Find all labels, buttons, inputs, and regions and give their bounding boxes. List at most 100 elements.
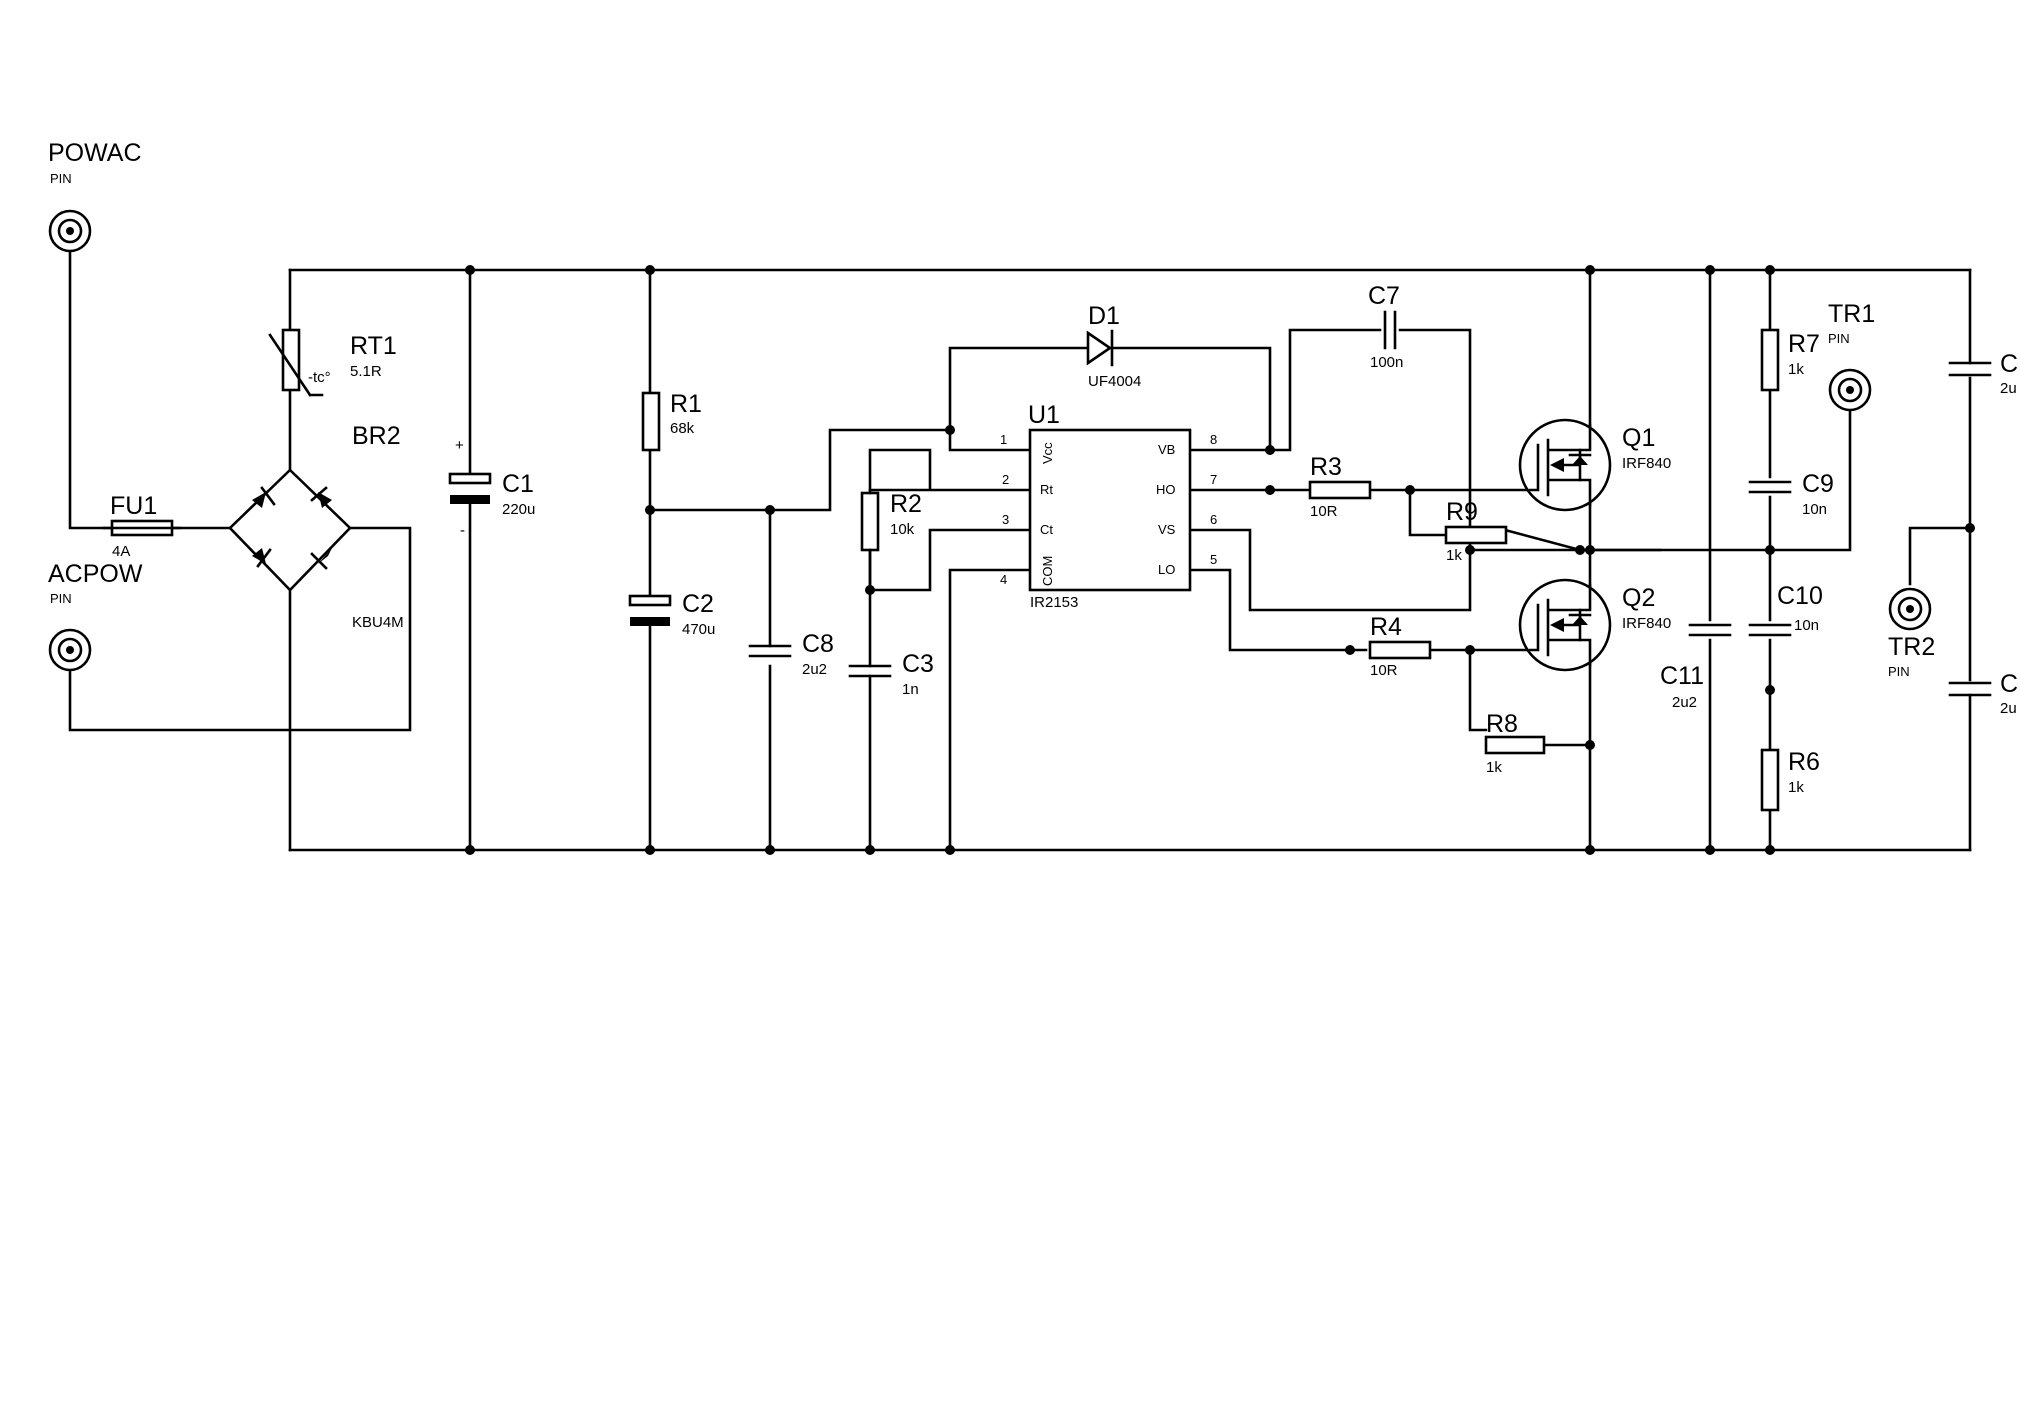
- capacitor-c11[interactable]: C11 2u2: [1660, 623, 1732, 711]
- diode-d1[interactable]: D1 UF4004: [1086, 302, 1141, 390]
- capacitor-c-top[interactable]: C 2u: [1948, 350, 2018, 397]
- c9-value: 10n: [1802, 501, 1827, 518]
- junction: [1585, 845, 1595, 855]
- rt1-symbol: -tc°: [308, 369, 331, 386]
- pin-ho-name: HO: [1156, 482, 1176, 497]
- junction: [1585, 265, 1595, 275]
- fuse-fu1[interactable]: FU1 4A: [102, 492, 182, 560]
- fu1-ref: FU1: [110, 492, 157, 520]
- resistor-r4[interactable]: R4 10R: [1368, 613, 1432, 679]
- capacitor-c10[interactable]: C10 10n: [1748, 582, 1823, 637]
- bridge-rectifier-br2[interactable]: BR2 KBU4M: [228, 422, 404, 631]
- pin-vcc-name: Vcc: [1040, 442, 1055, 464]
- resistor-r9[interactable]: R9 1k: [1444, 498, 1508, 564]
- junction: [1765, 545, 1775, 555]
- wire-com: [948, 568, 1032, 852]
- rt1-value: 5.1R: [350, 363, 382, 380]
- wire-acpow: [68, 526, 412, 732]
- wire-powac: [68, 250, 112, 530]
- junction: [645, 265, 655, 275]
- r8-ref: R8: [1486, 710, 1518, 738]
- r4-ref: R4: [1370, 613, 1402, 641]
- q1-value: IRF840: [1622, 455, 1671, 472]
- r3-ref: R3: [1310, 453, 1342, 481]
- c2-ref: C2: [682, 590, 714, 618]
- r1-ref: R1: [670, 390, 702, 418]
- pin-2-num: 2: [1002, 472, 1009, 487]
- c10-value: 10n: [1794, 617, 1819, 634]
- resistor-r7[interactable]: R7 1k: [1760, 328, 1820, 392]
- connector-acpow[interactable]: ACPOW PIN: [48, 560, 143, 672]
- c7-ref: C7: [1368, 282, 1400, 310]
- junction: [765, 505, 775, 515]
- junction: [465, 265, 475, 275]
- tr2-ref: TR2: [1888, 633, 1935, 661]
- q2-value: IRF840: [1622, 615, 1671, 632]
- wire-vcc-node: [648, 428, 952, 512]
- wire-midpoint-tr1: [1468, 408, 1852, 552]
- junction: [865, 845, 875, 855]
- resistor-r8[interactable]: R8 1k: [1484, 710, 1546, 776]
- c2-value: 470u: [682, 621, 715, 638]
- c10-ref: C10: [1777, 582, 1823, 610]
- tr1-ref: TR1: [1828, 300, 1875, 328]
- capacitor-c1[interactable]: + - C1 220u: [448, 437, 535, 539]
- acpow-ref: ACPOW: [48, 560, 143, 588]
- ic-u1[interactable]: U1 IR2153 Vcc Rt Ct COM VB HO VS LO 1 2 …: [1000, 401, 1217, 611]
- capacitor-c3[interactable]: C3 1n: [848, 650, 934, 698]
- junction: [765, 845, 775, 855]
- junction: [645, 845, 655, 855]
- c-bottom-value: 2u: [2000, 700, 2017, 717]
- pin-1-num: 1: [1000, 432, 1007, 447]
- junction: [1575, 545, 1585, 555]
- wire-tr2: [1908, 526, 1972, 586]
- c11-value: 2u2: [1672, 694, 1697, 711]
- r3-value: 10R: [1310, 503, 1338, 520]
- connector-tr2[interactable]: TR2 PIN: [1888, 587, 1935, 679]
- c1-minus: -: [460, 522, 465, 539]
- br2-ref: BR2: [352, 422, 401, 450]
- connector-tr1[interactable]: TR1 PIN: [1828, 300, 1875, 412]
- tr1-value: PIN: [1828, 331, 1850, 346]
- c7-value: 100n: [1370, 354, 1403, 371]
- capacitor-c9[interactable]: C9 10n: [1748, 470, 1834, 518]
- wire-r2-rt: [868, 448, 1032, 492]
- r2-value: 10k: [890, 521, 915, 538]
- resistor-r2[interactable]: R2 10k: [860, 488, 922, 592]
- capacitor-c2[interactable]: C2 470u: [628, 590, 715, 638]
- c1-value: 220u: [502, 501, 535, 518]
- pin-3-num: 3: [1002, 512, 1009, 527]
- wires: [68, 250, 1972, 852]
- wire-r8: [1468, 648, 1592, 747]
- connector-powac[interactable]: POWAC PIN: [48, 139, 142, 253]
- pin-vs-name: VS: [1158, 522, 1176, 537]
- capacitor-c-bottom[interactable]: C 2u: [1948, 670, 2018, 717]
- wire-vb-c7-vs: [1188, 328, 1472, 612]
- pin-7-num: 7: [1210, 472, 1217, 487]
- r7-value: 1k: [1788, 361, 1804, 378]
- r2-ref: R2: [890, 490, 922, 518]
- junction: [1465, 545, 1475, 555]
- capacitor-c7[interactable]: C7 100n: [1368, 282, 1403, 371]
- resistor-r6[interactable]: R6 1k: [1760, 748, 1820, 812]
- capacitor-c8[interactable]: C8 2u2: [748, 630, 834, 678]
- thermistor-rt1[interactable]: -tc° RT1 5.1R: [268, 328, 397, 397]
- junction: [945, 425, 955, 435]
- junction: [1405, 485, 1415, 495]
- junction: [1465, 645, 1475, 655]
- powac-ref: POWAC: [48, 139, 142, 167]
- junction: [465, 845, 475, 855]
- resistor-r1[interactable]: R1 68k: [641, 390, 702, 452]
- c1-plus: +: [455, 437, 464, 454]
- pin-rt-name: Rt: [1040, 482, 1053, 497]
- c8-ref: C8: [802, 630, 834, 658]
- resistor-r3[interactable]: R3 10R: [1308, 453, 1372, 520]
- junctions: [465, 265, 1975, 855]
- pin-ct-name: Ct: [1040, 522, 1053, 537]
- mosfet-q2[interactable]: Q2 IRF840: [1518, 578, 1671, 672]
- wire-d1: [948, 346, 1272, 452]
- wire-vcc-pin: [948, 428, 1032, 452]
- mosfet-q1[interactable]: Q1 IRF840: [1518, 418, 1671, 512]
